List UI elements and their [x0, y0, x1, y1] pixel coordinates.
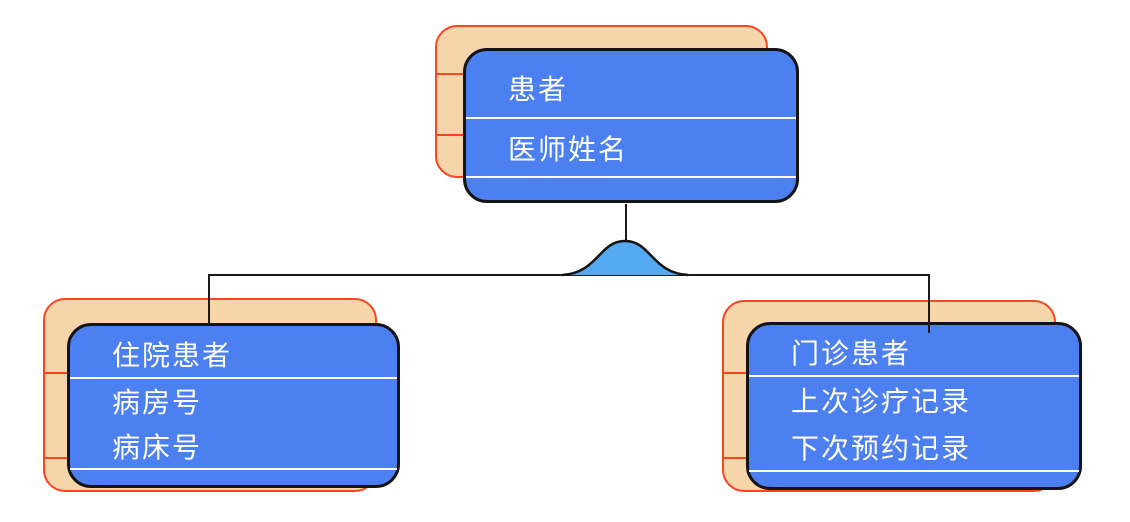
entity-divider	[466, 117, 796, 119]
entity-footer-space	[749, 472, 1079, 487]
isa-half-ellipse-outline	[561, 239, 689, 277]
entity-divider	[70, 377, 397, 379]
entity-attribute: 下次预约记录	[791, 433, 972, 465]
isa-half-ellipse-icon	[562, 241, 688, 275]
entity-attributes: 病房号 病床号	[70, 379, 397, 468]
entity-inpatient: 住院患者 病房号 病床号	[67, 323, 400, 488]
entity-attributes: 上次诊疗记录 下次预约记录	[749, 377, 1079, 470]
entity-divider	[749, 470, 1079, 472]
entity-title: 门诊患者	[791, 339, 912, 370]
entity-attribute: 医师姓名	[508, 134, 629, 166]
entity-divider	[749, 375, 1079, 377]
entity-attribute: 病床号	[112, 432, 203, 464]
entity-outpatient: 门诊患者 上次诊疗记录 下次预约记录	[746, 322, 1082, 490]
entity-patient: 患者 医师姓名	[463, 48, 799, 203]
entity-footer-space	[70, 470, 397, 485]
entity-divider	[70, 468, 397, 470]
entity-divider	[466, 176, 796, 178]
entity-attribute: 病房号	[112, 388, 203, 420]
entity-attribute: 上次诊疗记录	[791, 387, 972, 419]
entity-title: 住院患者	[112, 340, 233, 372]
entity-attributes: 医师姓名	[466, 119, 796, 176]
entity-title: 患者	[508, 75, 569, 106]
entity-footer-space	[466, 178, 796, 200]
